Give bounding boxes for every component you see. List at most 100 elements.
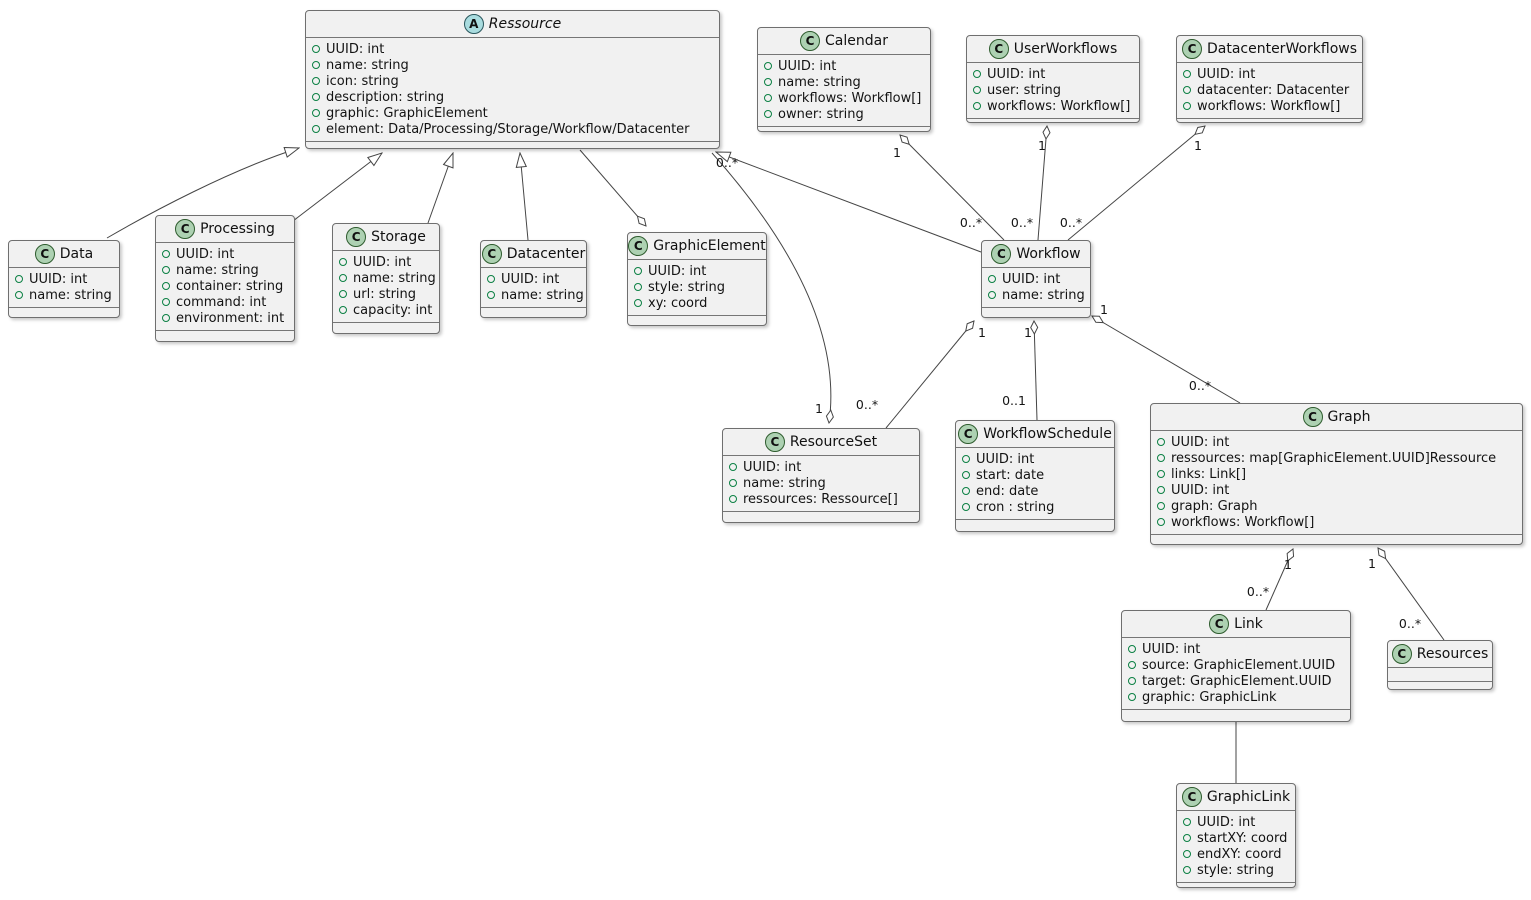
attribute-text: UUID: int	[1197, 814, 1256, 830]
field-visibility-icon	[162, 314, 170, 322]
attribute-row: workflows: Workflow[]	[973, 98, 1133, 114]
methods-compartment	[1151, 535, 1522, 544]
methods-compartment	[156, 331, 294, 341]
multiplicity-label: 0..*	[1247, 584, 1269, 599]
attribute-text: UUID: int	[1197, 66, 1256, 82]
attribute-row: endXY: coord	[1183, 846, 1289, 862]
class-name: GraphicLink	[1206, 789, 1291, 805]
attribute-row: source: GraphicElement.UUID	[1128, 657, 1344, 673]
class-name: Ressource	[488, 16, 562, 32]
class-name: GraphicElement	[653, 238, 766, 254]
multiplicity-label: 0..*	[1189, 378, 1211, 393]
attribute-row: UUID: int	[162, 246, 288, 262]
attribute-text: graph: Graph	[1171, 498, 1258, 514]
attribute-text: UUID: int	[987, 66, 1046, 82]
attribute-row: UUID: int	[1183, 66, 1356, 82]
multiplicity-label: 1	[893, 145, 901, 160]
attribute-text: ressources: Ressource[]	[743, 491, 898, 507]
class-icon: C	[988, 39, 1009, 59]
field-visibility-icon	[162, 282, 170, 290]
field-visibility-icon	[1157, 486, 1165, 494]
multiplicity-label: 1	[1284, 557, 1292, 572]
attribute-row: name: string	[487, 287, 584, 303]
attribute-row: links: Link[]	[1157, 466, 1516, 482]
class-name: Datacenter	[506, 246, 586, 262]
field-visibility-icon	[962, 503, 970, 511]
attribute-text: UUID: int	[1142, 641, 1201, 657]
attribute-text: UUID: int	[501, 271, 560, 287]
attribute-row: name: string	[988, 287, 1085, 303]
attribute-row: workflows: Workflow[]	[764, 90, 924, 106]
aggregation-edge-Workflow-WorkflowSchedule	[1034, 321, 1037, 421]
inheritance-edge-Data-Ressource	[106, 148, 299, 239]
attribute-text: style: string	[648, 279, 726, 295]
attribute-row: graph: Graph	[1157, 498, 1516, 514]
multiplicity-label: 0..*	[1060, 215, 1082, 230]
attribute-text: style: string	[1197, 862, 1275, 878]
methods-compartment	[333, 323, 439, 333]
attribute-row: UUID: int	[1157, 482, 1516, 498]
field-visibility-icon	[1128, 693, 1136, 701]
attribute-row: end: date	[962, 483, 1108, 499]
class-icon: C	[800, 31, 821, 51]
attribute-row: ressources: map[GraphicElement.UUID]Ress…	[1157, 450, 1516, 466]
methods-compartment	[628, 316, 766, 325]
field-visibility-icon	[962, 455, 970, 463]
attribute-row: name: string	[764, 74, 924, 90]
aggregation-edge-Graph-Link	[1265, 549, 1293, 611]
attribute-text: UUID: int	[353, 254, 412, 270]
field-visibility-icon	[973, 70, 981, 78]
field-visibility-icon	[764, 78, 772, 86]
attribute-row: startXY: coord	[1183, 830, 1289, 846]
aggregation-edge-Workflow-Graph	[1092, 316, 1241, 404]
class-icon: C	[175, 219, 196, 239]
attribute-row: container: string	[162, 278, 288, 294]
attribute-row: name: string	[15, 287, 113, 303]
field-visibility-icon	[487, 291, 495, 299]
field-visibility-icon	[729, 495, 737, 503]
attribute-row: element: Data/Processing/Storage/Workflo…	[312, 121, 713, 137]
field-visibility-icon	[1157, 454, 1165, 462]
attribute-text: name: string	[778, 74, 861, 90]
methods-compartment	[1388, 682, 1492, 689]
attribute-row: UUID: int	[988, 271, 1084, 287]
multiplicity-label: 0..*	[716, 155, 738, 170]
field-visibility-icon	[1183, 834, 1191, 842]
attribute-row: icon: string	[312, 73, 713, 89]
class-icon: C	[991, 244, 1012, 264]
attribute-row: name: string	[729, 475, 913, 491]
field-visibility-icon	[1183, 866, 1191, 874]
attribute-text: UUID: int	[648, 263, 707, 279]
attribute-text: UUID: int	[778, 58, 837, 74]
attribute-row: workflows: Workflow[]	[1183, 98, 1356, 114]
aggregation-edge-DatacenterWorkflows-Workflow	[1067, 126, 1205, 241]
attribute-text: workflows: Workflow[]	[1171, 514, 1315, 530]
methods-compartment	[9, 308, 119, 317]
field-visibility-icon	[487, 275, 495, 283]
methods-compartment	[982, 308, 1090, 317]
multiplicity-label: 1	[1024, 325, 1032, 340]
attribute-row: UUID: int	[973, 66, 1133, 82]
attribute-row: start: date	[962, 467, 1108, 483]
attribute-row: user: string	[973, 82, 1133, 98]
attribute-row: UUID: int	[312, 41, 713, 57]
class-icon: C	[958, 424, 979, 444]
attribute-text: UUID: int	[1002, 271, 1061, 287]
field-visibility-icon	[312, 125, 320, 133]
